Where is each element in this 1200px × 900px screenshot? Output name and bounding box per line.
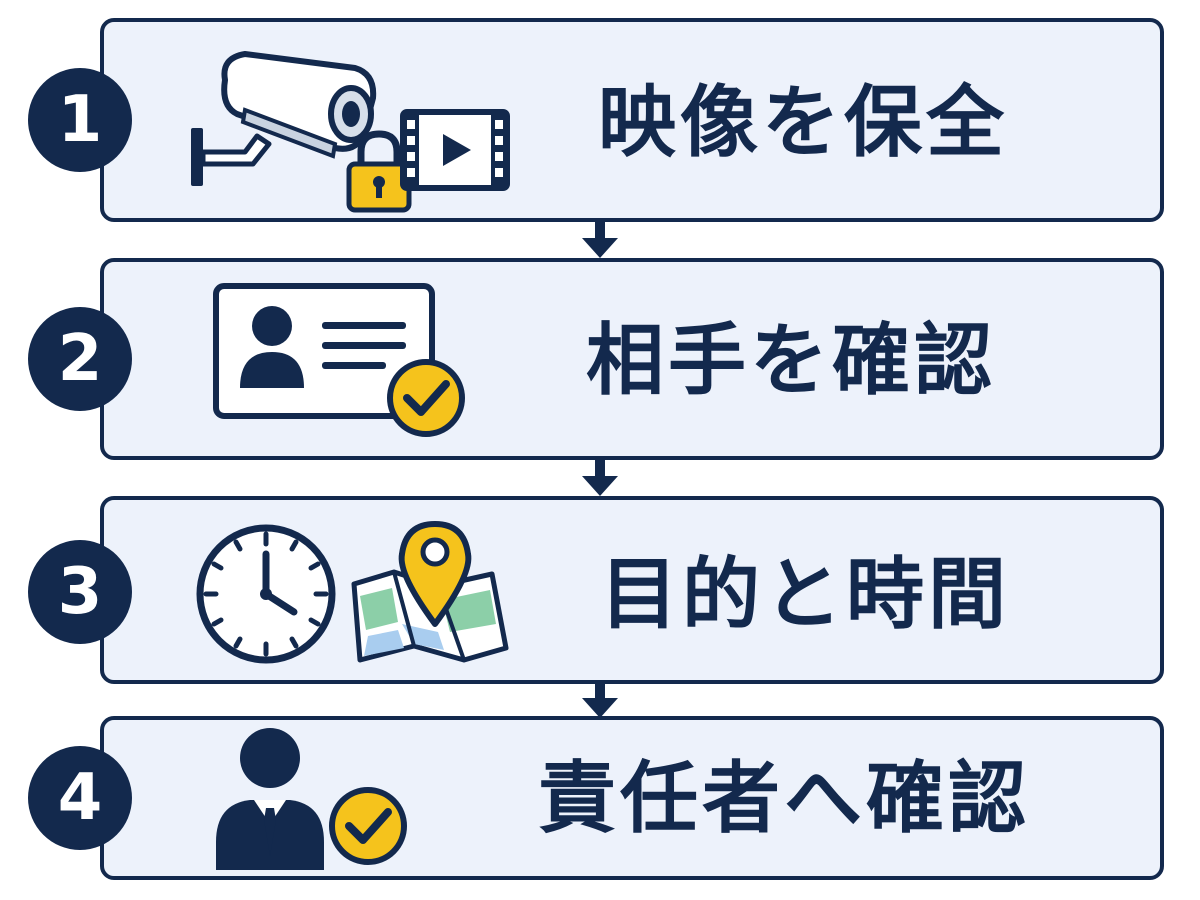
- step-1-label: 映像を保全: [598, 78, 1009, 168]
- id-card-check-icon: [213, 283, 465, 437]
- manager-check-icon: [216, 728, 407, 870]
- arrow-down-icon: [582, 682, 618, 718]
- security-camera-lock-video-icon: [191, 51, 510, 213]
- step-2-number: 2: [28, 307, 132, 411]
- step-3-number: 3: [28, 540, 132, 644]
- step-2-label: 相手を確認: [586, 316, 997, 406]
- step-4-label: 責任者へ確認: [538, 754, 1031, 844]
- arrow-down-icon: [582, 222, 618, 258]
- clock-map-pin-icon: [196, 521, 509, 664]
- arrow-down-icon: [582, 460, 618, 496]
- step-4-number: 4: [28, 746, 132, 850]
- step-3-label: 目的と時間: [600, 550, 1011, 640]
- step-1-number: 1: [28, 68, 132, 172]
